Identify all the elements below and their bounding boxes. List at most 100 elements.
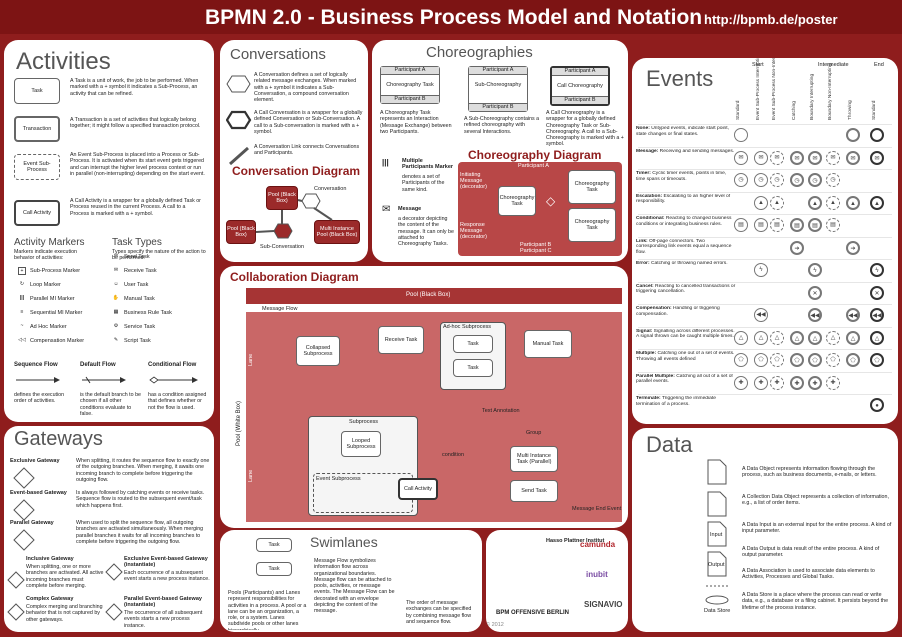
- call-conversation-hexagon-icon: [226, 110, 252, 130]
- task-type-row: ✋Manual Task: [112, 295, 155, 302]
- event-marker-icon: ϟ: [870, 263, 884, 277]
- event-type-name: None:: [636, 126, 652, 131]
- conversation-link-line: [313, 207, 333, 221]
- event-marker-icon: ▤: [754, 218, 768, 232]
- parallel-gateway-title: Parallel Gateway: [10, 520, 54, 526]
- participant-a-band: Participant A: [552, 68, 608, 76]
- event-row-divider: [638, 281, 892, 283]
- event-marker-icon: △: [770, 330, 784, 345]
- adhoc-subprocess: Ad-hoc Subprocess Task Task: [440, 322, 506, 390]
- event-type-name: Message:: [636, 148, 660, 154]
- event-type-desc: Cyclic timer events, points in time, tim…: [636, 171, 727, 182]
- data-input-icon: [707, 521, 727, 547]
- white-box-pool-label: Pool (White Box): [236, 400, 242, 446]
- conditional-flow-title: Conditional Flow: [148, 362, 197, 368]
- call-activity: Call Activity: [398, 478, 438, 500]
- inclusive-gateway-title: Inclusive Gateway: [26, 556, 74, 562]
- adhoc-subprocess-label: Ad-hoc Subprocess: [443, 324, 491, 330]
- event-column-header: Throwing: [848, 100, 853, 120]
- call-activity-box: Call Activity: [14, 200, 60, 226]
- event-row-text: Message: Receiving and sending messages.: [636, 149, 736, 155]
- sequence-flow-desc: defines the execution order of activitie…: [14, 392, 65, 405]
- event-marker-icon: △: [790, 330, 804, 345]
- event-marker-icon: ✉: [790, 150, 804, 165]
- send-task: Send Task: [510, 480, 558, 502]
- task-type-row: ✉Send Task: [113, 253, 150, 260]
- conversation-pool-top: Pool (Black Box): [266, 186, 298, 210]
- parallel-mi-marker-icon: |||: [19, 295, 25, 301]
- event-column-header: Event Sub-Process Non-Interrupting: [772, 58, 777, 120]
- event-type-name: Escalation:: [636, 193, 664, 199]
- event-column-header: Boundary Non-Interrupting: [828, 63, 833, 120]
- event-marker-icon: ◀◀: [754, 308, 768, 322]
- task-type-row: ✎Script Task: [113, 337, 151, 344]
- choreography-diagram-participant-c: Participant C: [520, 248, 552, 254]
- script-task-icon: ✎: [113, 337, 119, 343]
- event-row-divider: [638, 124, 892, 125]
- event-marker-icon: ✉: [808, 150, 822, 165]
- event-column-header: Standard: [872, 100, 877, 120]
- multi-instance-task: Multi Instance Task (Parallel): [510, 446, 558, 472]
- default-flow-slash: [85, 376, 91, 384]
- gateways-panel: Gateways Exclusive Gateway When splittin…: [4, 426, 214, 632]
- receive-task-icon: ✉: [113, 267, 119, 273]
- participant-b-band: Participant B: [469, 103, 527, 111]
- marker-row: ↻Loop Marker: [19, 281, 61, 288]
- conversations-title: Conversations: [230, 46, 326, 63]
- choreography-task-label: Choreography Task: [386, 82, 434, 88]
- event-marker-icon: ◀◀: [870, 308, 884, 322]
- event-row-text: Link: Off-page connectors. Two correspon…: [636, 239, 736, 256]
- event-type-desc: Untyped events, indicate start point, st…: [636, 126, 729, 137]
- event-marker-icon: ✉: [826, 150, 840, 165]
- condition-label: condition: [442, 452, 465, 458]
- event-marker-icon: ◷: [790, 173, 804, 187]
- service-task-icon: ⚙: [113, 323, 119, 329]
- data-title: Data: [646, 432, 693, 457]
- event-based-gateway-desc: Is always followed by catching events or…: [76, 490, 205, 509]
- task-type-row: ⚙Service Task: [113, 323, 156, 330]
- data-input-label: Input: [710, 532, 723, 538]
- events-title: Events: [646, 66, 714, 91]
- data-input-desc: A Data Input is an external input for th…: [742, 522, 892, 535]
- event-marker-icon: ✉: [754, 150, 768, 165]
- poster-url[interactable]: http://bpmb.de/poster: [704, 12, 838, 27]
- marker-row: ~Ad Hoc Marker: [18, 322, 67, 332]
- participant-b-band: Participant B: [552, 96, 608, 104]
- choreography-task-desc: A Choreography Task represents an Intera…: [380, 110, 452, 135]
- activity-markers-title: Activity Markers: [14, 237, 85, 248]
- compensation-marker-icon: ◁◁: [18, 337, 26, 343]
- conversation-node-icon: [301, 193, 321, 209]
- conversation-link-line: [297, 199, 303, 202]
- activities-title: Activities: [16, 48, 111, 75]
- events-col-intermediate: Intermediate: [818, 62, 849, 68]
- event-column-header: Event Sub-Process Interrupting: [756, 58, 761, 120]
- adhoc-task-upper: Task: [453, 335, 493, 353]
- event-marker-icon: [870, 128, 884, 142]
- choreography-diagram-participant-b: Participant B: [520, 242, 552, 248]
- choreography-task-symbol: Participant A Choreography Task Particip…: [380, 66, 440, 104]
- subprocess-marker-icon: +: [18, 267, 26, 275]
- marker-row: |||Parallel MI Marker: [19, 295, 75, 302]
- conversation-hexagon-icon: [226, 75, 251, 93]
- event-marker-icon: ✕: [808, 285, 822, 300]
- event-row-divider: [638, 169, 892, 170]
- participant-a-band: Participant A: [381, 67, 439, 75]
- event-column-header: Standard: [736, 100, 741, 120]
- choreography-diagram-task-lower: Choreography Task: [568, 208, 616, 242]
- activity-markers-desc: Markers indicate execution behavior of a…: [14, 249, 78, 262]
- exclusive-event-gateway-desc: Each occurrence of a subsequent event st…: [124, 570, 210, 583]
- event-subprocess-desc: An Event Sub-Process is placed into a Pr…: [70, 152, 205, 177]
- event-type-desc: Reacting to changed business conditions …: [636, 216, 732, 227]
- marker-row: ◁◁Compensation Marker: [18, 337, 85, 344]
- event-type-desc: Handling or triggering compensation.: [636, 306, 720, 317]
- event-row-text: Terminate: Triggering the immediate term…: [636, 396, 736, 407]
- conversation-desc: A Conversation defines a set of logicall…: [254, 72, 357, 104]
- data-icons-svg: [705, 459, 729, 605]
- event-marker-icon: ✉: [870, 150, 884, 165]
- event-type-desc: Triggering the immediate termination of …: [636, 396, 716, 407]
- event-marker-icon: ◷: [734, 173, 748, 187]
- subprocess-container: Subprocess Looped Subprocess Event Subpr…: [308, 416, 418, 516]
- event-row-text: Error: Catching or throwing named errors…: [636, 261, 736, 267]
- message-envelope-icon: ✉: [382, 204, 391, 215]
